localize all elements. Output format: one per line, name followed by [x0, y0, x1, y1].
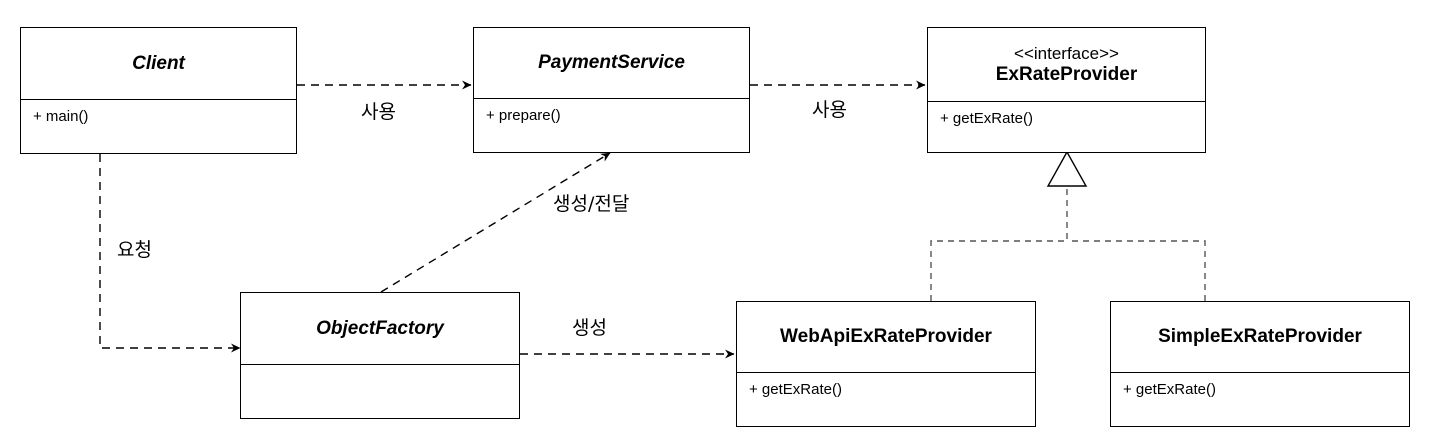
simple-ex-rate-provider-class[interactable]: SimpleExRateProvider + getExRate(): [1110, 301, 1410, 427]
payment-service-class[interactable]: PaymentService + prepare(): [473, 27, 750, 153]
object-factory-class-methods: [241, 365, 519, 373]
payment-service-class-name: PaymentService: [538, 52, 685, 73]
object-factory-class-name: ObjectFactory: [316, 317, 444, 339]
ex-rate-provider-name: ExRateProvider: [995, 64, 1138, 85]
client-to-factory-arrow: [99, 154, 241, 353]
ex-rate-provider-header: <<interface>> ExRateProvider: [928, 28, 1205, 102]
object-factory-class-header: ObjectFactory: [241, 293, 519, 365]
factory-to-payment-label: 생성/전달: [553, 193, 630, 215]
payment-to-provider-label: 사용: [812, 99, 847, 121]
web-api-ex-rate-provider-class[interactable]: WebApiExRateProvider + getExRate(): [736, 301, 1036, 427]
web-api-ex-rate-provider-name: WebApiExRateProvider: [780, 326, 992, 347]
simple-get-ex-rate-method: + getExRate(): [1123, 381, 1216, 398]
client-class-name: Client: [132, 52, 185, 74]
web-api-ex-rate-provider-methods: + getExRate(): [737, 373, 1035, 399]
client-to-payment-label: 사용: [361, 101, 396, 123]
payment-service-class-methods: + prepare(): [474, 99, 749, 125]
client-class-header: Client: [21, 28, 296, 100]
ex-rate-provider-interface[interactable]: <<interface>> ExRateProvider + getExRate…: [927, 27, 1206, 153]
ex-rate-provider-methods: + getExRate(): [928, 102, 1205, 128]
payment-service-prepare-method: + prepare(): [486, 107, 561, 124]
payment-service-class-header: PaymentService: [474, 28, 749, 99]
client-class[interactable]: Client + main(): [20, 27, 297, 154]
simple-realization-line: [1067, 240, 1206, 301]
realization-triangle: [1046, 150, 1088, 187]
client-class-methods: + main(): [21, 100, 296, 126]
simple-ex-rate-provider-header: SimpleExRateProvider: [1111, 302, 1409, 373]
factory-to-webapi-label: 생성: [572, 317, 607, 339]
factory-to-payment-arrow: [380, 152, 611, 293]
client-main-method: + main(): [33, 108, 89, 125]
web-api-ex-rate-provider-header: WebApiExRateProvider: [737, 302, 1035, 373]
client-to-factory-label: 요청: [117, 239, 152, 261]
simple-ex-rate-provider-name: SimpleExRateProvider: [1158, 326, 1362, 347]
ex-rate-provider-stereotype: <<interface>>: [1014, 44, 1119, 63]
object-factory-class[interactable]: ObjectFactory: [240, 292, 520, 419]
ex-rate-provider-get-ex-rate-method: + getExRate(): [940, 110, 1033, 127]
web-api-get-ex-rate-method: + getExRate(): [749, 381, 842, 398]
simple-ex-rate-provider-methods: + getExRate(): [1111, 373, 1409, 399]
webapi-realization-line: [930, 186, 1068, 301]
